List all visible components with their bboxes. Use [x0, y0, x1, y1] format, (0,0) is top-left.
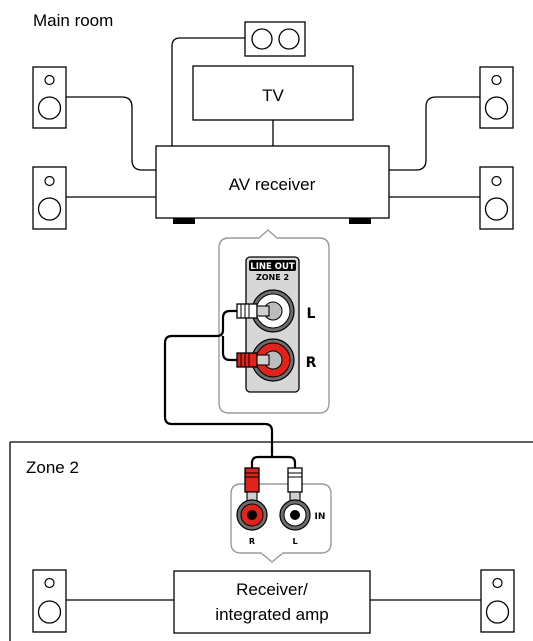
red-rca-plug-lower: [244, 467, 260, 503]
zone2-right-speaker: [480, 569, 515, 633]
line-out-zone-label: ZONE 2: [256, 273, 289, 282]
zone2-left-speaker: [32, 569, 67, 633]
av-receiver: AV receiver: [155, 145, 390, 224]
main-room-title: Main room: [33, 11, 113, 30]
main-room-wiring: [66, 37, 480, 198]
white-rca-plug-upper: [236, 303, 270, 319]
tv: TV: [192, 65, 354, 121]
tv-label: TV: [262, 86, 284, 105]
line-out-header: LINE OUT: [250, 262, 295, 272]
rca-cable: [163, 309, 297, 468]
surround-right-speaker: [479, 166, 514, 230]
center-speaker: [244, 21, 306, 57]
zone2-title: Zone 2: [26, 458, 79, 477]
zone2-amplifier: Receiver/ integrated amp: [173, 570, 371, 634]
zone2-right-jack-label: R: [249, 537, 255, 546]
front-left-speaker: [32, 66, 67, 129]
zone2-frame: [9, 441, 533, 641]
red-rca-plug-upper: [236, 352, 270, 368]
av-receiver-label: AV receiver: [229, 175, 316, 194]
white-rca-plug-lower: [287, 467, 303, 503]
surround-left-speaker: [32, 166, 67, 230]
zone2-left-jack-label: L: [292, 537, 297, 546]
zone2-amp-label-line1: Receiver/: [236, 580, 308, 599]
zone2-amp-label-line2: integrated amp: [215, 605, 328, 624]
line-out-left-label: L: [307, 306, 316, 322]
front-right-speaker: [479, 66, 514, 129]
line-out-right-label: R: [306, 355, 317, 371]
zone2-input-right-jack: [236, 499, 268, 531]
zone2-input-label: IN: [315, 512, 326, 522]
zone2-input-left-jack: [279, 499, 311, 531]
